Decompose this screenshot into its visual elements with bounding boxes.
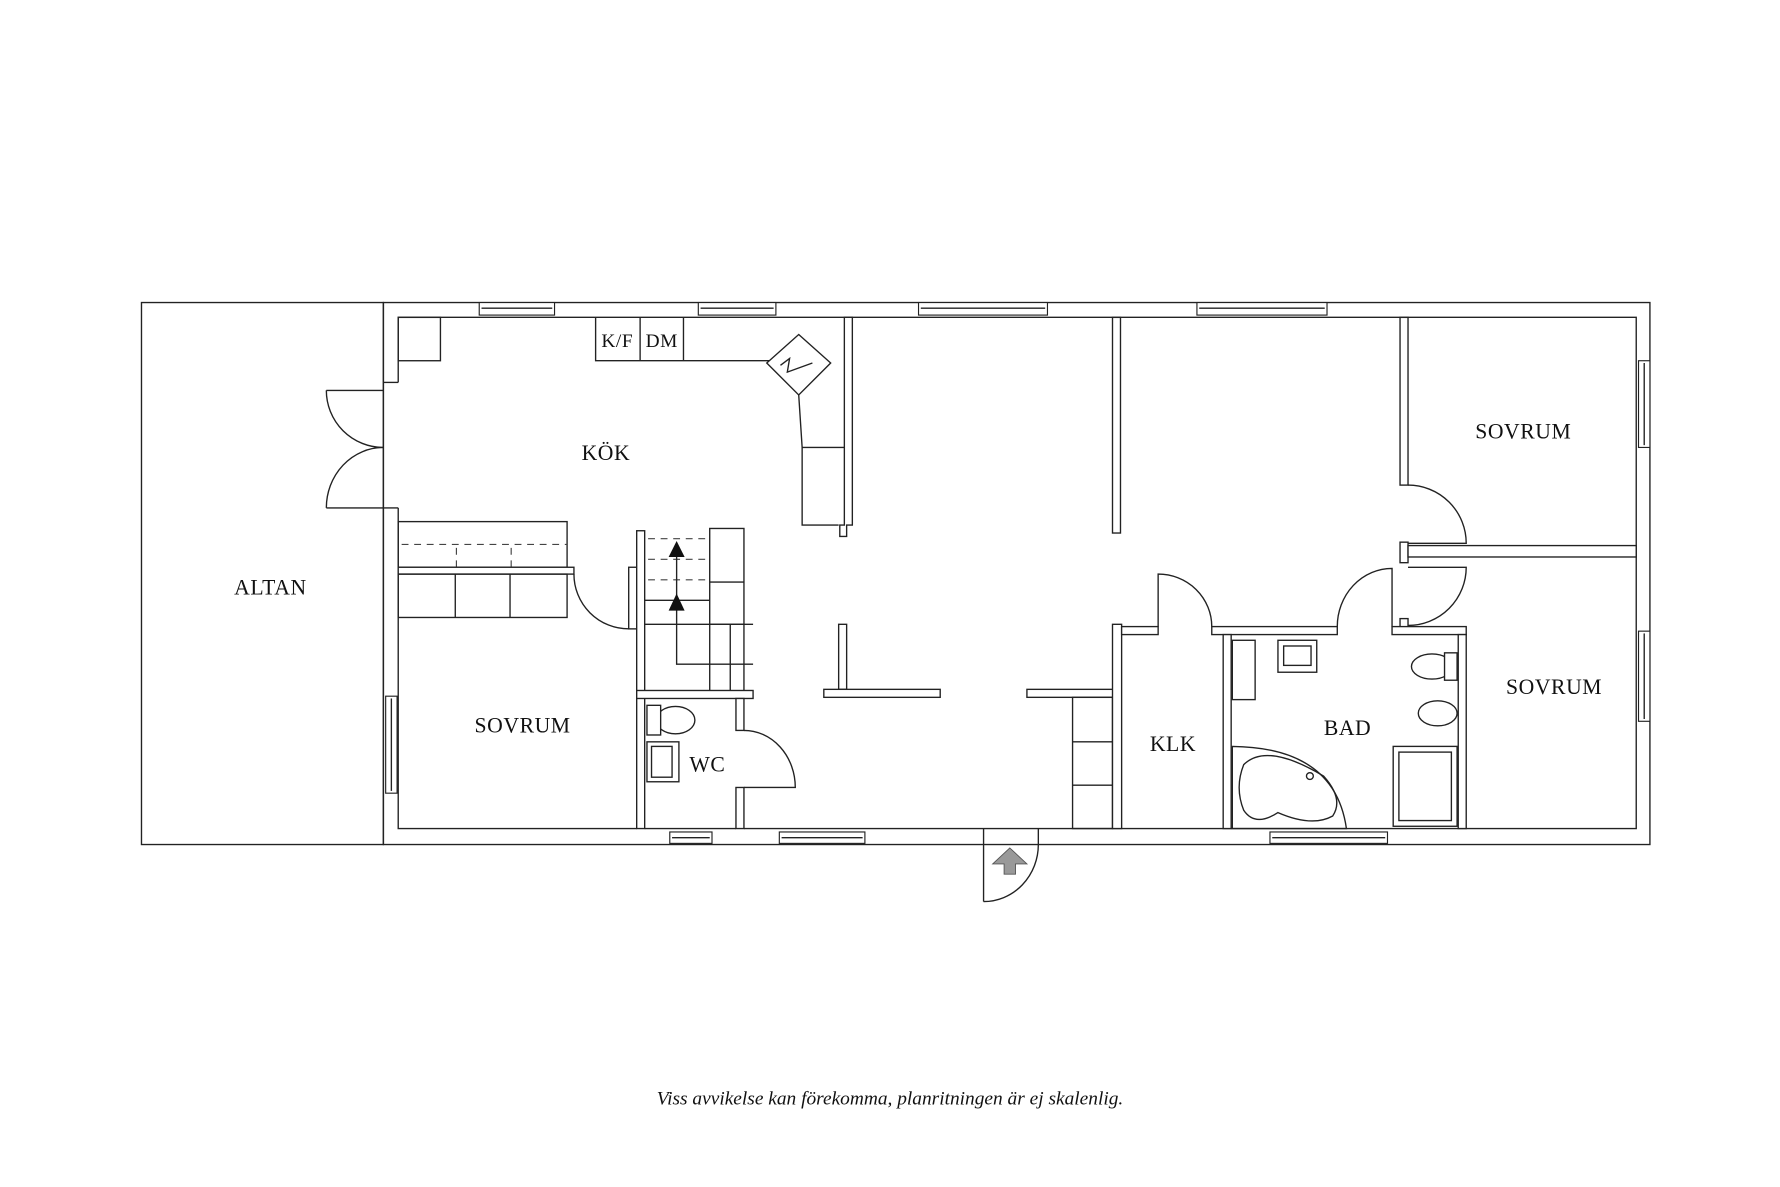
sink-icon xyxy=(646,741,680,783)
sovrum-top-right-door[interactable] xyxy=(1408,484,1467,544)
windows xyxy=(385,301,1651,844)
stair-arrow-icon xyxy=(668,541,685,557)
wc-room xyxy=(636,689,796,830)
room-label-sovrum-bottom-right: SOVRUM xyxy=(1506,675,1602,699)
room-label-bad: BAD xyxy=(1324,716,1371,740)
entry-arrow-icon xyxy=(991,847,1029,875)
bad-door[interactable] xyxy=(1336,567,1393,627)
dm-label: DM xyxy=(646,331,678,352)
interior-walls xyxy=(823,316,1637,830)
room-label-sovrum-left: SOVRUM xyxy=(475,714,571,738)
altan-outline xyxy=(140,301,385,846)
room-label-altan: ALTAN xyxy=(234,576,307,600)
bidet-icon xyxy=(1417,700,1458,727)
kf-label: K/F xyxy=(601,331,633,352)
sovrum-left-door[interactable] xyxy=(573,574,629,630)
sovrum-bottom-right-door[interactable] xyxy=(1408,566,1467,627)
altan-double-door[interactable] xyxy=(325,381,399,509)
shower-icon xyxy=(1392,745,1458,827)
room-label-wc: WC xyxy=(689,753,725,777)
staircase xyxy=(636,527,754,830)
entry-door[interactable] xyxy=(982,828,1040,903)
wc-door[interactable] xyxy=(743,729,796,789)
stove-icon xyxy=(765,333,832,396)
room-label-kok: KÖK xyxy=(582,441,631,465)
klk-door[interactable] xyxy=(1157,573,1213,627)
kitchen-fixtures xyxy=(397,316,854,619)
toilet-icon xyxy=(655,705,696,735)
sink-icon xyxy=(1277,639,1318,673)
room-label-klk: KLK xyxy=(1150,732,1196,756)
bathroom-fixtures xyxy=(1231,639,1458,830)
stair-arrow-icon xyxy=(668,593,685,611)
disclaimer-caption: Viss avvikelse kan förekomma, planritnin… xyxy=(657,1089,1124,1110)
room-label-sovrum-top-right: SOVRUM xyxy=(1475,419,1571,443)
